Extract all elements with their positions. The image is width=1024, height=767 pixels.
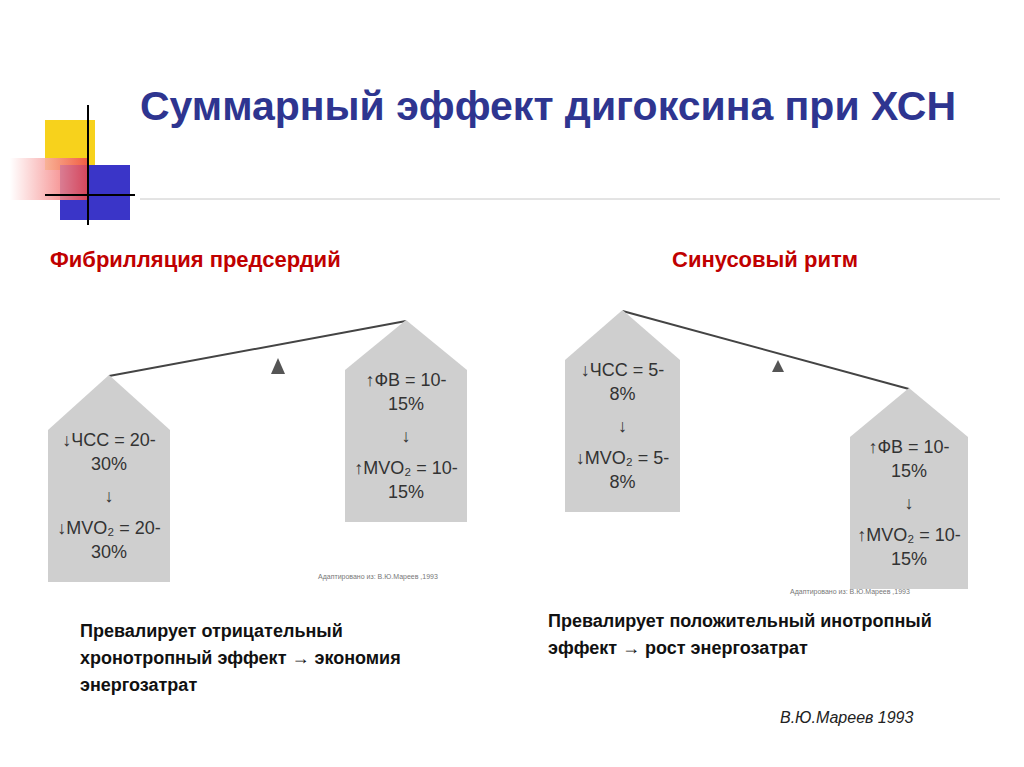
fulcrum bbox=[772, 360, 784, 372]
node-text: ↓ЧСС = 20-30% bbox=[52, 428, 166, 476]
conclusion-note: Превалирует отрицательный хронотропный э… bbox=[80, 618, 450, 699]
house-shape: ↑ФВ = 10-15% ↓ ↑MVO₂ = 10-15% bbox=[850, 388, 968, 589]
house-shape: ↓ЧСС = 20-30% ↓ ↓MVO₂ = 20-30% bbox=[48, 375, 170, 582]
source-watermark: Адаптировано из: В.Ю.Мареев ,1993 bbox=[318, 572, 468, 581]
author-note: В.Ю.Мареев 1993 bbox=[780, 708, 1000, 728]
house-shape: ↑ФВ = 10-15% ↓ ↑MVO₂ = 10-15% bbox=[345, 320, 467, 522]
deco-line bbox=[87, 105, 89, 225]
section-heading: Синусовый ритм bbox=[672, 246, 972, 274]
node-text: ↑MVO₂ = 10-15% bbox=[854, 523, 964, 571]
node-text: ↓ bbox=[854, 491, 964, 515]
node-text: ↓ bbox=[569, 414, 676, 438]
source-watermark: Адаптировано из: В.Ю.Мареев ,1993 bbox=[790, 587, 960, 596]
node-text: ↓MVO₂ = 5-8% bbox=[569, 446, 676, 494]
deco-line bbox=[45, 194, 135, 196]
node-text: ↑ФВ = 10-15% bbox=[854, 435, 964, 483]
section-heading: Фибрилляция предсердий bbox=[50, 246, 470, 274]
house-fill bbox=[565, 310, 680, 512]
node-text: ↓ЧСС = 5-8% bbox=[569, 358, 676, 406]
house-shape: ↓ЧСС = 5-8% ↓ ↓MVO₂ = 5-8% bbox=[565, 310, 680, 512]
house-fill bbox=[850, 388, 968, 589]
house-fill bbox=[48, 375, 170, 582]
node-text: ↓ bbox=[349, 424, 463, 448]
node-text: ↑ФВ = 10-15% bbox=[349, 368, 463, 416]
node-text: ↓ bbox=[52, 484, 166, 508]
node-text: ↓MVO₂ = 20-30% bbox=[52, 516, 166, 564]
red-square bbox=[10, 158, 88, 200]
fulcrum bbox=[271, 358, 285, 374]
conclusion-note: Превалирует положительный инотропный эфф… bbox=[548, 608, 938, 662]
slide-title: Суммарный эффект дигоксина при ХСН bbox=[140, 78, 1000, 134]
node-text: ↑MVO₂ = 10-15% bbox=[349, 456, 463, 504]
house-fill bbox=[345, 320, 467, 522]
title-rule bbox=[140, 199, 1000, 200]
